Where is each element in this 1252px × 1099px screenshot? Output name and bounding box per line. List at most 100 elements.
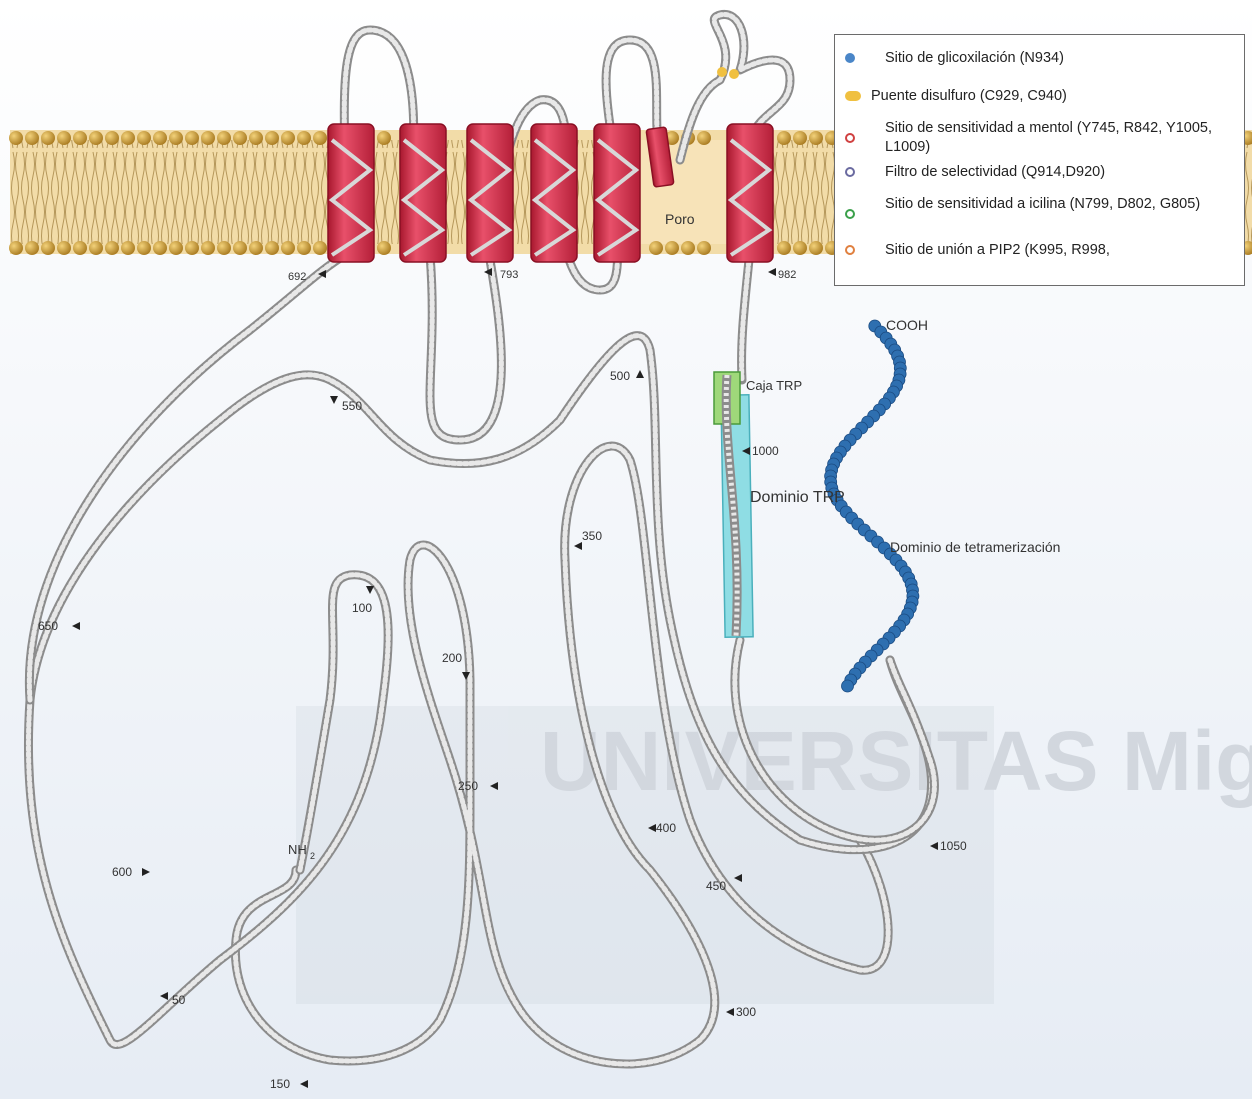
lipid-head (777, 241, 791, 255)
menthol-site-icon (845, 133, 855, 143)
residue-600: 600 (112, 865, 132, 879)
helix-s2 (400, 124, 446, 262)
legend-label: Puente disulfuro (C929, C940) (871, 87, 1231, 106)
tetramerization-label: Dominio de tetramerización (890, 539, 1060, 555)
lipid-head (313, 131, 327, 145)
tetramer-bead (842, 680, 854, 692)
lipid-head (73, 241, 87, 255)
residue-300: 300 (736, 1005, 756, 1019)
residue-400: 400 (656, 821, 676, 835)
lipid-head (313, 241, 327, 255)
lipid-head (169, 131, 183, 145)
trp-domain-label: Dominio TRP (750, 489, 845, 506)
lipid-head (121, 241, 135, 255)
n-terminus-label: NH (288, 842, 307, 857)
residue-250: 250 (458, 779, 478, 793)
helix-s6 (727, 124, 773, 262)
residue-1000: 1000 (752, 444, 779, 458)
selectivity-filter-icon (845, 167, 855, 177)
lipid-head (697, 241, 711, 255)
lipid-head (249, 131, 263, 145)
lipid-head (153, 241, 167, 255)
residue-793: 793 (500, 269, 518, 281)
pore-label: Poro (665, 211, 695, 227)
lipid-head (9, 241, 23, 255)
lipid-head (41, 241, 55, 255)
lipid-head (281, 131, 295, 145)
residue-50: 50 (172, 993, 186, 1007)
lipid-head (665, 241, 679, 255)
lipid-head (89, 131, 103, 145)
lipid-head (793, 131, 807, 145)
lipid-head (105, 241, 119, 255)
trp-box-label-text: Caja TRP (746, 378, 802, 393)
lipid-head (137, 241, 151, 255)
n-terminus-subscript: 2 (310, 851, 315, 861)
watermark-text: UNIVERSITAS Miguel Hernández (540, 714, 1252, 808)
pip2-site-icon (845, 245, 855, 255)
legend-box: Sitio de glicoxilación (N934) Puente dis… (834, 34, 1245, 286)
lipid-head (201, 131, 215, 145)
lipid-head (57, 241, 71, 255)
lipid-head (217, 241, 231, 255)
lipid-head (265, 241, 279, 255)
lipid-head (105, 131, 119, 145)
residue-150: 150 (270, 1077, 290, 1091)
lipid-head (265, 131, 279, 145)
residue-692: 692 (288, 271, 306, 283)
icilin-site-icon (845, 209, 855, 219)
lipid-head (41, 131, 55, 145)
legend-label: Sitio de unión a PIP2 (K995, R998, (885, 241, 1245, 260)
lipid-head (25, 241, 39, 255)
lipid-head (297, 131, 311, 145)
legend-label: Sitio de glicoxilación (N934) (885, 49, 1245, 68)
lipid-head (809, 241, 823, 255)
residue-350: 350 (582, 529, 602, 543)
helix-s4 (531, 124, 577, 262)
residue-982: 982 (778, 269, 796, 281)
lipid-head (185, 131, 199, 145)
lipid-head (153, 131, 167, 145)
lipid-head (793, 241, 807, 255)
lipid-head (137, 131, 151, 145)
lipid-head (73, 131, 87, 145)
lipid-head (681, 241, 695, 255)
lipid-head (57, 131, 71, 145)
lipid-head (377, 241, 391, 255)
lipid-head (281, 241, 295, 255)
residue-450: 450 (706, 879, 726, 893)
helix-s5 (594, 124, 640, 262)
residue-100: 100 (352, 601, 372, 615)
residue-550: 550 (342, 399, 362, 413)
lipid-head (777, 131, 791, 145)
helix-s3 (467, 124, 513, 262)
legend-label: Sitio de sensitividad a mentol (Y745, R8… (885, 119, 1245, 157)
lipid-head (9, 131, 23, 145)
lipid-head (249, 241, 263, 255)
lipid-head (809, 131, 823, 145)
lipid-head (217, 131, 231, 145)
lipid-head (25, 131, 39, 145)
helix-s1 (328, 124, 374, 262)
c-terminus-label: COOH (886, 317, 928, 333)
residue-1050: 1050 (940, 839, 967, 853)
glycosylation-site-icon (845, 53, 855, 63)
lipid-head (89, 241, 103, 255)
legend-label: Filtro de selectividad (Q914,D920) (885, 163, 1245, 182)
lipid-head (185, 241, 199, 255)
lipid-head (201, 241, 215, 255)
lipid-head (377, 131, 391, 145)
residue-650: 650 (38, 619, 58, 633)
legend-label: Sitio de sensitividad a icilina (N799, D… (885, 195, 1245, 214)
trp-box-label: Caja TRP (746, 378, 802, 393)
residue-200: 200 (442, 651, 462, 665)
lipid-head (233, 241, 247, 255)
lipid-head (169, 241, 183, 255)
residue-500: 500 (610, 369, 630, 383)
lipid-head (121, 131, 135, 145)
lipid-head (233, 131, 247, 145)
disulfide-bridge-icon (845, 91, 861, 101)
lipid-head (649, 241, 663, 255)
lipid-head (297, 241, 311, 255)
lipid-head (697, 131, 711, 145)
